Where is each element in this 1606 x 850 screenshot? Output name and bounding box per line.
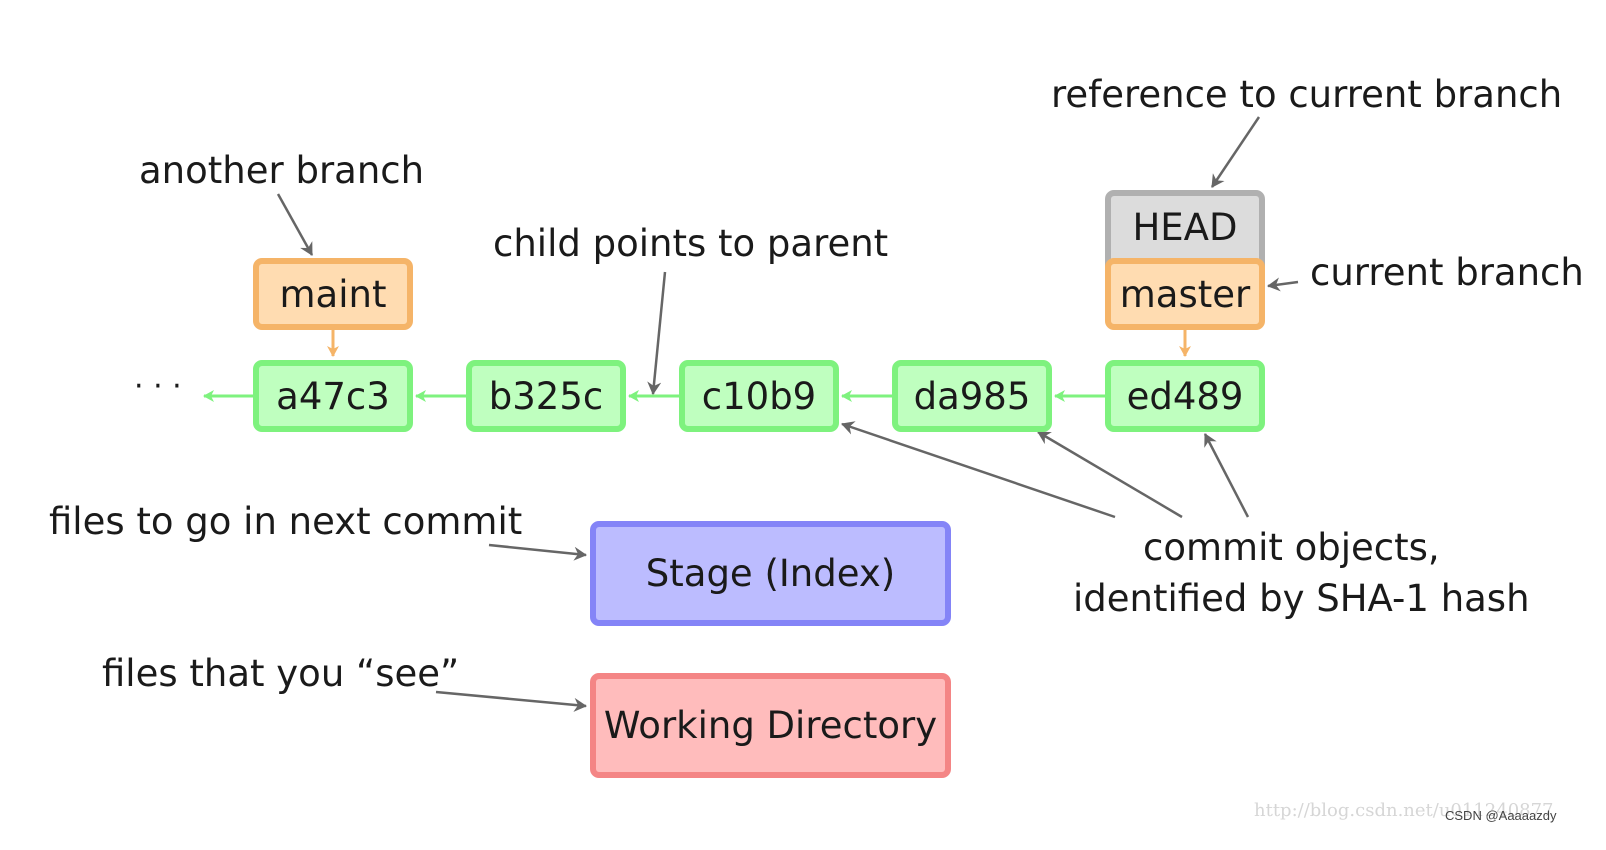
pointer-commit-ed489 <box>1203 433 1250 518</box>
pointer-child-parent <box>647 271 667 395</box>
commit-da985: da985 <box>892 360 1052 432</box>
commit-label: b325c <box>488 374 604 418</box>
annotation-reference-to-current-branch: reference to current branch <box>1051 73 1563 116</box>
pointer-commit-c10b9 <box>841 421 1116 519</box>
annotation-commit-objects-line1: commit objects, <box>1143 526 1440 569</box>
branch-maint-label: maint <box>279 272 387 316</box>
branch-master: master <box>1105 258 1265 330</box>
annotation-another-branch: another branch <box>139 149 425 192</box>
commit-c10b9: c10b9 <box>679 360 839 432</box>
pointer-reference-current-branch <box>1210 116 1261 188</box>
pointer-files-next-commit <box>488 543 587 561</box>
pointer-commit-da985 <box>1037 430 1183 519</box>
branch-maint: maint <box>253 258 413 330</box>
head-label: HEAD <box>1132 206 1238 249</box>
commit-a47c3: a47c3 <box>253 360 413 432</box>
commit-ed489: ed489 <box>1105 360 1265 432</box>
csdn-credit: CSDN @Aaaaazdy <box>1445 808 1557 823</box>
history-ellipsis: · · · <box>134 369 182 404</box>
annotation-files-next-commit: files to go in next commit <box>49 500 523 543</box>
annotation-commit-objects-line2: identified by SHA-1 hash <box>1073 577 1530 620</box>
annotation-child-points-to-parent: child points to parent <box>493 222 889 265</box>
working-directory-label: Working Directory <box>603 704 938 747</box>
commit-label: c10b9 <box>701 374 817 418</box>
pointer-files-you-see <box>435 690 587 712</box>
commit-label: a47c3 <box>276 374 390 418</box>
pointer-current-branch <box>1267 277 1299 292</box>
pointer-another-branch <box>276 193 314 256</box>
commit-b325c: b325c <box>466 360 626 432</box>
branch-master-label: master <box>1119 272 1251 316</box>
commit-label: ed489 <box>1126 374 1244 418</box>
stage-index-label: Stage (Index) <box>645 552 896 595</box>
annotation-files-you-see: files that you “see” <box>102 652 460 695</box>
stage-index-box: Stage (Index) <box>590 521 951 626</box>
working-directory-box: Working Directory <box>590 673 951 778</box>
annotation-current-branch: current branch <box>1310 251 1584 294</box>
watermark-url: http://blog.csdn.net/u011240877 <box>1254 800 1554 821</box>
commit-label: da985 <box>913 374 1031 418</box>
